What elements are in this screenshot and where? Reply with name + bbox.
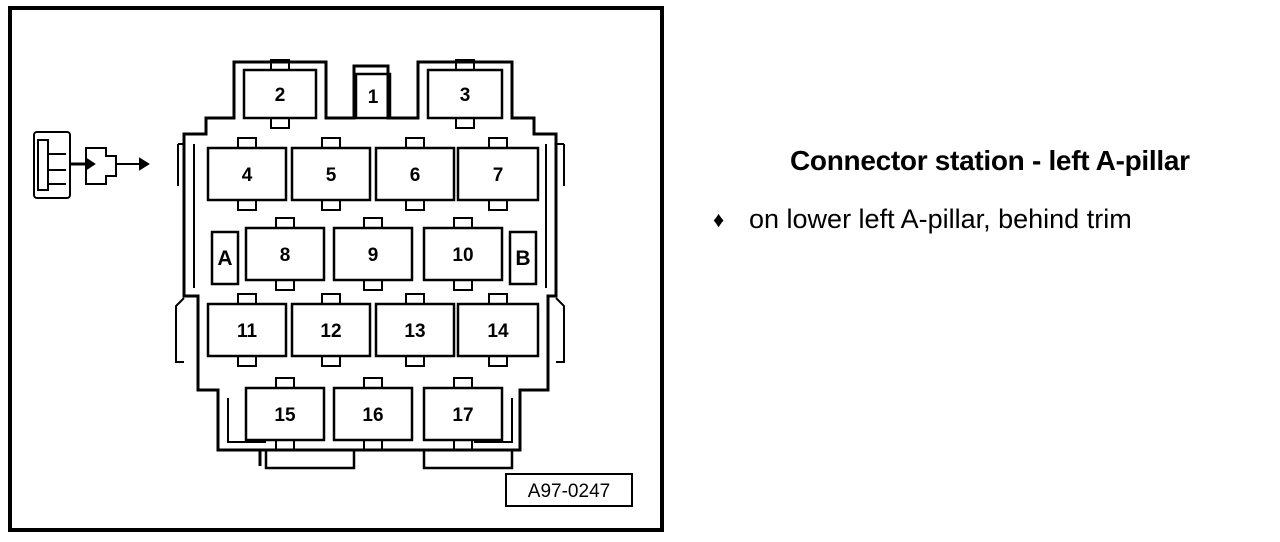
slot-4: 4 xyxy=(206,137,288,211)
latch-tab xyxy=(237,199,257,211)
plug-sketch xyxy=(33,131,150,199)
side-label-b: B xyxy=(515,247,530,270)
slot-15: 15 xyxy=(244,377,326,451)
slot-number: 13 xyxy=(404,321,425,342)
latch-tab xyxy=(405,293,425,305)
latch-tab xyxy=(321,137,341,149)
slot-number: 7 xyxy=(493,165,504,186)
latch-tab xyxy=(363,439,383,451)
slot-number: 15 xyxy=(274,405,296,426)
latch-tab xyxy=(488,293,508,305)
latch-tab xyxy=(237,293,257,305)
page-title: Connector station - left A-pillar xyxy=(790,145,1190,176)
location-bullet: ♦ on lower left A-pillar, behind trim xyxy=(713,204,1132,235)
diamond-bullet-icon: ♦ xyxy=(713,206,725,232)
latch-tab xyxy=(455,117,475,129)
slot-number: 1 xyxy=(368,87,379,108)
slot-1: 1 xyxy=(354,72,392,120)
slot-number: 12 xyxy=(320,321,341,342)
slot-14: 14 xyxy=(456,293,540,367)
slot-12: 12 xyxy=(290,293,372,367)
latch-tab xyxy=(237,355,257,367)
ref-code-box xyxy=(505,473,633,507)
side-b-box xyxy=(508,230,538,286)
latch-tab xyxy=(321,355,341,367)
latch-tab xyxy=(405,137,425,149)
slot-17: 17 xyxy=(422,377,504,451)
slot-3: 3 xyxy=(426,59,504,129)
side-a-box xyxy=(210,230,240,286)
latch-tab xyxy=(453,439,473,451)
latch-tab xyxy=(363,217,383,229)
side-label-a: A xyxy=(217,247,232,270)
slot-number: 8 xyxy=(280,245,291,266)
slot-13: 13 xyxy=(374,293,456,367)
slot-2: 2 xyxy=(242,59,318,129)
slot-10: 10 xyxy=(422,217,504,291)
slot-8: 8 xyxy=(244,217,326,291)
location-text: on lower left A-pillar, behind trim xyxy=(749,204,1132,234)
latch-tab xyxy=(453,279,473,291)
slot-number: 3 xyxy=(460,85,471,106)
latch-tab xyxy=(275,279,295,291)
latch-tab xyxy=(405,355,425,367)
latch-tab xyxy=(363,377,383,389)
slot-number: 17 xyxy=(452,405,473,426)
ref-code: A97-0247 xyxy=(528,481,610,502)
slot-number: 14 xyxy=(487,321,509,342)
slot-number: 10 xyxy=(452,245,473,266)
latch-tab xyxy=(275,217,295,229)
latch-tab xyxy=(270,117,290,129)
housing-outline xyxy=(182,60,558,466)
slot-number: 2 xyxy=(275,85,286,106)
latch-tab xyxy=(275,377,295,389)
slot-5: 5 xyxy=(290,137,372,211)
latch-tab xyxy=(270,59,290,71)
slot-11: 11 xyxy=(206,293,288,367)
slot-number: 4 xyxy=(242,165,253,186)
slot-box xyxy=(354,72,392,120)
latch-tab xyxy=(488,137,508,149)
latch-tab xyxy=(453,377,473,389)
slot-number: 6 xyxy=(410,165,421,186)
latch-tab xyxy=(488,355,508,367)
slot-number: 9 xyxy=(368,245,379,266)
slot-number: 16 xyxy=(362,405,383,426)
slot-16: 16 xyxy=(332,377,414,451)
latch-tab xyxy=(405,199,425,211)
slot-number: 11 xyxy=(237,321,258,342)
slot-number: 5 xyxy=(326,165,337,186)
latch-tab xyxy=(321,293,341,305)
slot-7: 7 xyxy=(456,137,540,211)
latch-tab xyxy=(237,137,257,149)
slot-6: 6 xyxy=(374,137,456,211)
slot-9: 9 xyxy=(332,217,414,291)
latch-tab xyxy=(275,439,295,451)
figure-frame xyxy=(8,6,664,532)
latch-tab xyxy=(453,217,473,229)
latch-tab xyxy=(488,199,508,211)
latch-tab xyxy=(363,279,383,291)
latch-tab xyxy=(455,59,475,71)
latch-tab xyxy=(321,199,341,211)
